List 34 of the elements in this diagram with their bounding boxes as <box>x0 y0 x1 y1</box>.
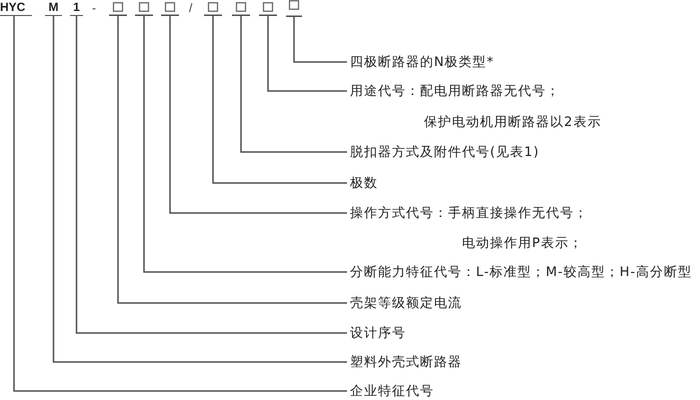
leader-line <box>117 16 347 304</box>
separator: / <box>189 2 192 15</box>
code-letter: M <box>45 1 62 16</box>
description-text: 企业特征代号 <box>350 384 434 398</box>
blank-box <box>161 2 179 16</box>
description-text: 设计序号 <box>350 326 406 340</box>
leader-line <box>143 16 347 273</box>
description-text: 保护电动机用断路器以2表示 <box>424 114 602 130</box>
separator: - <box>92 2 96 15</box>
description-text: 操作方式代号：手柄直接操作无代号； <box>350 206 588 220</box>
description-text: 极数 <box>350 176 378 190</box>
leader-line <box>52 16 347 363</box>
description-text: 电动操作用P表示； <box>462 236 583 250</box>
blank-box <box>135 2 153 16</box>
blank-box <box>286 0 302 17</box>
code-letter: 1 <box>70 1 83 16</box>
blank-box <box>204 2 222 16</box>
leader-line <box>267 16 347 92</box>
blank-box <box>232 2 250 16</box>
leader-line <box>212 16 347 184</box>
leader-line <box>13 16 347 392</box>
description-text: 四极断路器的N极类型* <box>350 54 494 70</box>
description-text: 用途代号：配电用断路器无代号； <box>350 84 560 98</box>
blank-box <box>259 2 277 16</box>
leader-line <box>293 17 347 63</box>
code-letter: HYC <box>0 1 32 16</box>
leader-line <box>76 16 347 334</box>
description-text: 壳架等级额定电流 <box>350 296 462 310</box>
description-text: 脱扣器方式及附件代号(见表1) <box>350 144 540 160</box>
leader-line <box>240 16 347 153</box>
description-text: 分断能力特征代号：L-标准型；M-较高型；H-高分断型 <box>350 264 692 280</box>
description-text: 塑料外壳式断路器 <box>350 354 462 370</box>
leader-line <box>169 16 347 214</box>
blank-box <box>109 2 127 16</box>
